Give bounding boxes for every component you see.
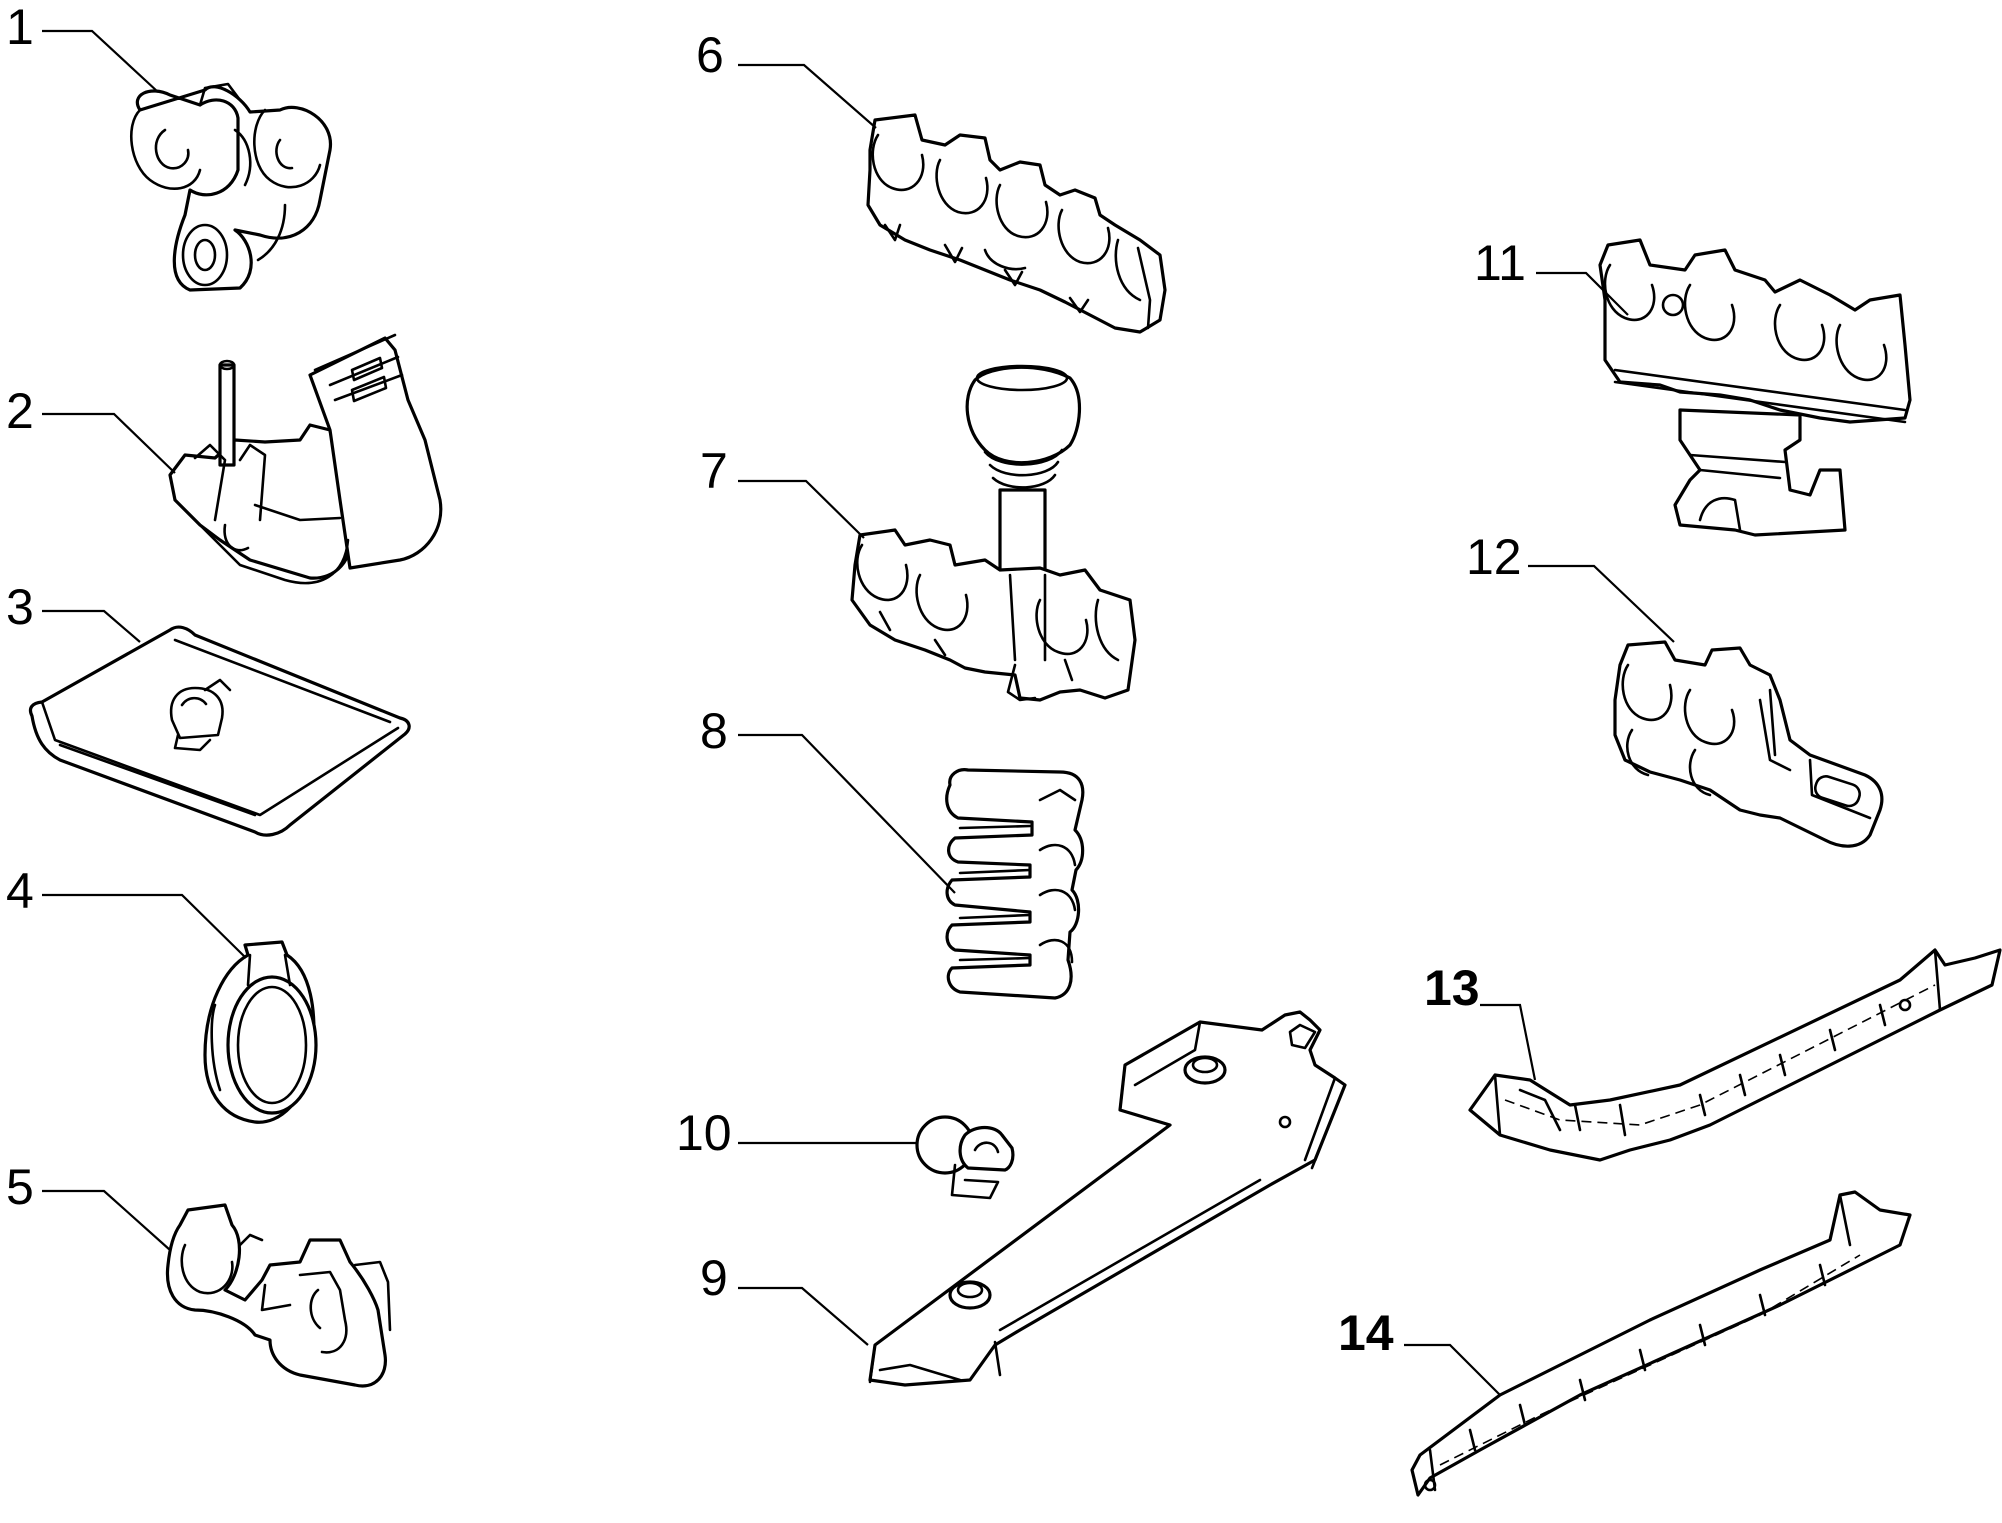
part-4-ring-clamp: [203, 940, 318, 1124]
callout-label-12: 12: [1466, 529, 1522, 585]
callout-label-9: 9: [700, 1250, 728, 1306]
part-8-triple-comb-clip: [945, 768, 1085, 1000]
callout-2: 2: [6, 383, 176, 474]
callout-label-6: 6: [696, 27, 724, 83]
callout-13: 13: [1424, 960, 1537, 1081]
part-2-stud-bracket: [168, 333, 443, 585]
callout-6: 6: [696, 27, 877, 129]
callout-label-7: 7: [700, 443, 728, 499]
callout-label-14: 14: [1338, 1305, 1394, 1361]
callout-4: 4: [6, 863, 247, 959]
part-7-stud-pipe-clip: [850, 364, 1137, 702]
part-1-double-pipe-clip: [129, 82, 332, 292]
callout-11: 11: [1474, 235, 1629, 316]
callout-12: 12: [1466, 529, 1675, 643]
callout-label-2: 2: [6, 383, 34, 439]
callout-3: 3: [6, 579, 141, 643]
callout-label-5: 5: [6, 1159, 34, 1215]
callout-10: 10: [676, 1105, 918, 1161]
part-6-quad-pipe-clip: [866, 113, 1167, 334]
callout-label-11: 11: [1474, 235, 1526, 291]
callout-7: 7: [700, 443, 865, 539]
part-14-straight-channel: [1410, 1190, 1912, 1497]
part-11-triple-clip-base: [1598, 238, 1912, 537]
callout-label-13: 13: [1424, 960, 1480, 1016]
callout-label-3: 3: [6, 579, 34, 635]
callout-label-4: 4: [6, 863, 34, 919]
callout-14: 14: [1338, 1305, 1501, 1396]
callout-9: 9: [700, 1250, 869, 1346]
callout-label-1: 1: [6, 0, 34, 55]
part-9-support-bracket: [868, 1010, 1347, 1387]
part-13-bent-channel: [1468, 948, 2002, 1162]
part-3-plate-clip: [28, 625, 411, 837]
callout-1: 1: [6, 0, 159, 93]
callout-5: 5: [6, 1159, 171, 1251]
callout-label-10: 10: [676, 1105, 732, 1161]
part-12-double-clip-tab: [1613, 640, 1884, 848]
part-5-double-open-clip: [165, 1203, 392, 1388]
callout-label-8: 8: [700, 703, 728, 759]
callout-8: 8: [700, 703, 956, 894]
part-10-button-clip: [915, 1115, 1015, 1200]
